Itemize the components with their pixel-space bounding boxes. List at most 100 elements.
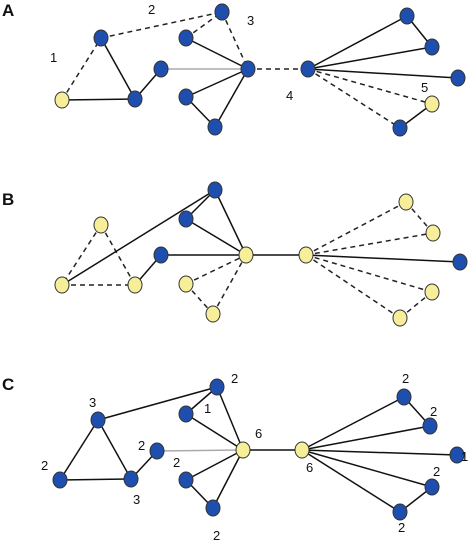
panel-a-node-i: [207, 118, 223, 136]
panel-c-node-a: [90, 411, 106, 429]
panel-c-label-9: 6: [306, 460, 313, 475]
panel-c-label-1: 2: [41, 458, 48, 473]
panel-a-node-e: [153, 60, 169, 78]
panel-b-node-d: [153, 246, 169, 264]
panel-a-edge-f-j: [185, 37, 249, 70]
panel-c-label-7: 2: [173, 455, 180, 470]
panel-c-edge-g-i: [185, 449, 244, 481]
panel-c-letter: C: [2, 375, 14, 394]
panel-c-edge-j-k: [301, 396, 405, 451]
panel-b-edge-g-i: [185, 254, 247, 285]
panel-a-edge-i-j: [214, 68, 249, 128]
panel-c-edge-a-f: [97, 386, 218, 421]
panel-b-edge-j-o: [305, 254, 401, 319]
panel-c-node-l: [422, 417, 438, 435]
panel-b-node-c: [127, 276, 143, 294]
panel-b-node-b: [54, 276, 70, 294]
panel-c-node-n: [424, 478, 440, 496]
panel-a-edge-b-c: [100, 37, 136, 100]
panel-b-node-h: [205, 305, 221, 323]
panel-c-edge-f-i: [216, 386, 244, 451]
panel-c-label-5: 1: [204, 401, 211, 416]
panel-c-label-12: 1: [461, 449, 468, 464]
panel-a-label-3: 4: [286, 88, 293, 103]
panel-a-edge-k-o: [307, 68, 433, 105]
panel-c-label-3: 3: [133, 492, 140, 507]
panel-b-node-f: [207, 181, 223, 199]
panel-b-edge-k-l: [405, 201, 434, 234]
panel-c-node-o: [392, 503, 408, 521]
panel-b-edge-j-m: [305, 254, 461, 263]
panel-c-node-m: [449, 446, 465, 464]
panel-a-node-l: [399, 7, 415, 25]
panel-b-node-k: [398, 193, 414, 211]
panel-b-letter: B: [2, 190, 14, 209]
panel-c-label-13: 2: [433, 464, 440, 479]
panel-a-node-m: [424, 38, 440, 56]
panel-a-edge-a-b: [61, 37, 102, 101]
panel-a-node-j: [240, 60, 256, 78]
panel-b-edge-g-h: [185, 283, 214, 315]
panel-b-edge-a-b: [61, 224, 102, 286]
panel-a-label-0: 1: [50, 50, 57, 65]
panel-a-node-p: [392, 119, 408, 137]
panel-b-edge-f-i: [214, 189, 247, 256]
panel-b-graph: [54, 181, 468, 327]
panel-c-node-j: [294, 441, 310, 459]
panel-b-edge-j-l: [305, 232, 434, 256]
panel-b-edge-b-f: [61, 189, 216, 286]
panel-a-edge-k-m: [307, 46, 433, 70]
panel-c-edge-j-m: [301, 449, 458, 456]
panel-a-edge-k-n: [307, 68, 459, 79]
panel-b-node-o: [392, 309, 408, 327]
panel-c-label-2: 2: [138, 438, 145, 453]
panel-c-label-4: 2: [231, 371, 238, 386]
panel-c-node-i: [235, 441, 251, 459]
panel-b-node-m: [452, 253, 468, 271]
panel-b-node-i: [238, 246, 254, 264]
panel-a-label-1: 2: [148, 2, 155, 17]
panel-c-node-c: [123, 470, 139, 488]
panel-c-node-d: [149, 442, 165, 460]
panel-c-label-0: 3: [89, 395, 96, 410]
panel-c-node-f: [209, 378, 225, 396]
panel-a-edge-k-p: [307, 68, 401, 129]
panel-c-edge-a-c: [97, 419, 132, 480]
panel-c-node-e: [178, 405, 194, 423]
panel-c-label-14: 2: [398, 520, 405, 535]
panel-a-label-4: 5: [421, 80, 428, 95]
panel-b-node-g: [178, 275, 194, 293]
panel-a-node-a: [54, 91, 70, 109]
panel-c-label-11: 2: [430, 404, 437, 419]
panel-b-edge-h-i: [212, 254, 247, 315]
panel-a-node-f: [178, 29, 194, 47]
panel-c-edge-j-n: [301, 449, 433, 488]
panel-b-edge-j-n: [305, 254, 433, 293]
panel-a-node-k: [300, 60, 316, 78]
panel-b-edge-e-i: [185, 218, 247, 256]
panel-c-edge-e-i: [185, 413, 244, 451]
panel-a-node-b: [93, 29, 109, 47]
panel-c-label-6: 6: [255, 426, 262, 441]
panel-b-node-j: [298, 246, 314, 264]
panel-a-node-h: [178, 88, 194, 106]
panel-b-edge-a-c: [100, 224, 136, 286]
panel-b-node-n: [424, 283, 440, 301]
panel-b-node-l: [425, 224, 441, 242]
panel-b-edge-j-k: [305, 201, 407, 256]
panel-a-letter: A: [2, 1, 14, 20]
panel-c-label-8: 2: [213, 528, 220, 543]
panel-a-node-c: [127, 90, 143, 108]
panel-b-node-e: [178, 210, 194, 228]
panel-b-edge-n-o: [399, 291, 433, 319]
panel-c-edge-a-b: [59, 419, 99, 481]
panel-c-edge-b-c: [59, 478, 132, 481]
panel-b-node-a: [93, 216, 109, 234]
panel-a-edge-k-l: [307, 15, 408, 70]
panel-a-edge-b-d: [100, 11, 223, 39]
panel-a-label-2: 3: [247, 13, 254, 28]
panel-c-edge-j-o: [301, 449, 401, 513]
panel-a-edge-a-c: [61, 98, 136, 101]
